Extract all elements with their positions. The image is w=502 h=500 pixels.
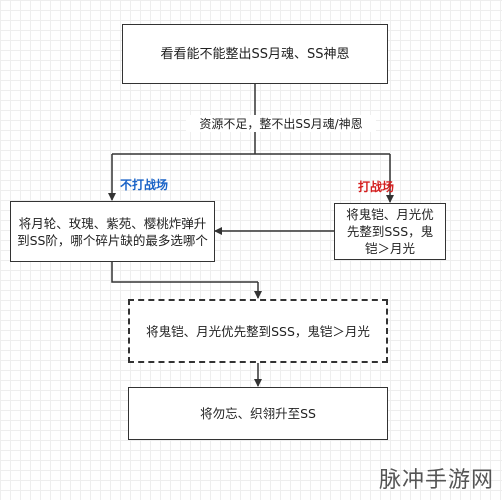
condition-label: 资源不足，整不出SS月魂/神恩 (186, 115, 376, 132)
start-node: 看看能不能整出SS月魂、SS神恩 (122, 24, 388, 84)
right-option-node: 将鬼铠、月光优先整到SSS，鬼铠＞月光 (334, 203, 446, 260)
no-battle-label: 不打战场 (120, 178, 169, 192)
connector-left-merge (111, 262, 258, 283)
left-option-node: 将月轮、玫瑰、紫苑、樱桃炸弹升到SS阶，哪个碎片缺的最多选哪个 (10, 201, 215, 262)
battle-label: 打战场 (358, 180, 395, 194)
site-watermark: 脉冲手游网 (378, 468, 494, 493)
final-step-node: 将勿忘、织翎升至SS (128, 387, 388, 440)
dashed-step-node: 将鬼铠、月光优先整到SSS，鬼铠＞月光 (128, 299, 388, 363)
